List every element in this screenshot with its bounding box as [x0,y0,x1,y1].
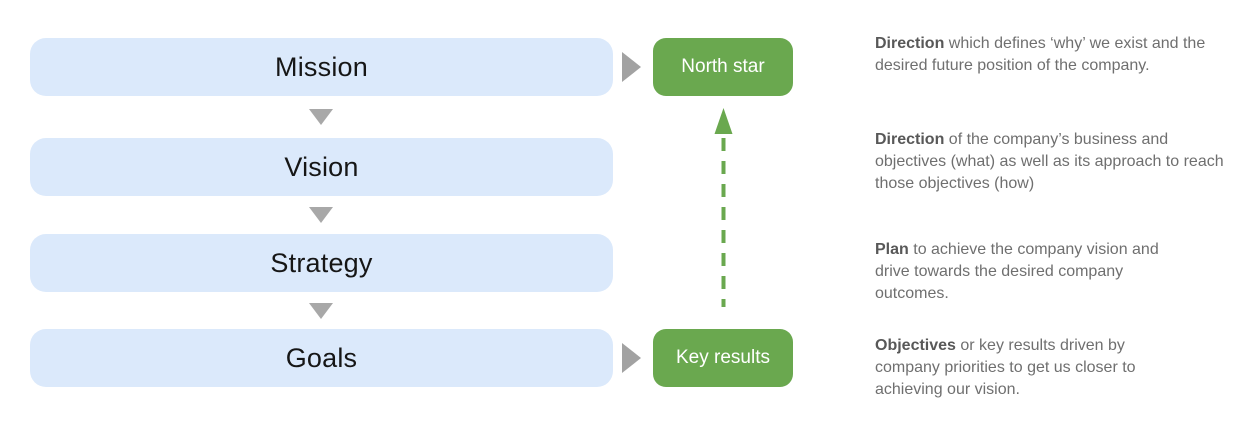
callout-label-key-results: Key results [676,347,770,368]
description-body-strategy: to achieve the company vision and drive … [875,241,1159,302]
level-box-goals: Goals [30,329,613,387]
description-body-goals: or key results driven by company priorit… [875,337,1136,398]
description-lead-strategy: Plan [875,241,909,258]
down-arrow-icon-3 [309,303,333,319]
description-body-mission: which defines ‘why’ we exist and the des… [875,35,1206,74]
level-label-mission: Mission [275,51,368,82]
level-box-strategy: Strategy [30,234,613,292]
level-label-goals: Goals [285,342,358,373]
description-strategy: Plan to achieve the company vision and d… [875,239,1185,305]
level-label-vision: Vision [284,151,359,182]
description-goals: Objectives or key results driven by comp… [875,335,1180,401]
dashed-up-arrow-icon [714,108,733,307]
level-box-vision: Vision [30,138,613,196]
description-body-vision: of the company’s business and objectives… [875,131,1224,192]
down-arrow-icon-1 [309,109,333,125]
callout-north-star: North star [653,38,793,96]
down-arrow-icon-2 [309,207,333,223]
right-arrow-icon-goals [622,343,641,373]
description-mission: Direction which defines ‘why’ we exist a… [875,33,1220,77]
description-vision: Direction of the company’s business and … [875,129,1225,195]
description-lead-mission: Direction [875,35,945,52]
description-lead-vision: Direction [875,131,945,148]
callout-key-results: Key results [653,329,793,387]
callout-label-north-star: North star [681,56,765,77]
description-lead-goals: Objectives [875,337,956,354]
right-arrow-icon-mission [622,52,641,82]
level-box-mission: Mission [30,38,613,96]
level-label-strategy: Strategy [270,247,373,278]
